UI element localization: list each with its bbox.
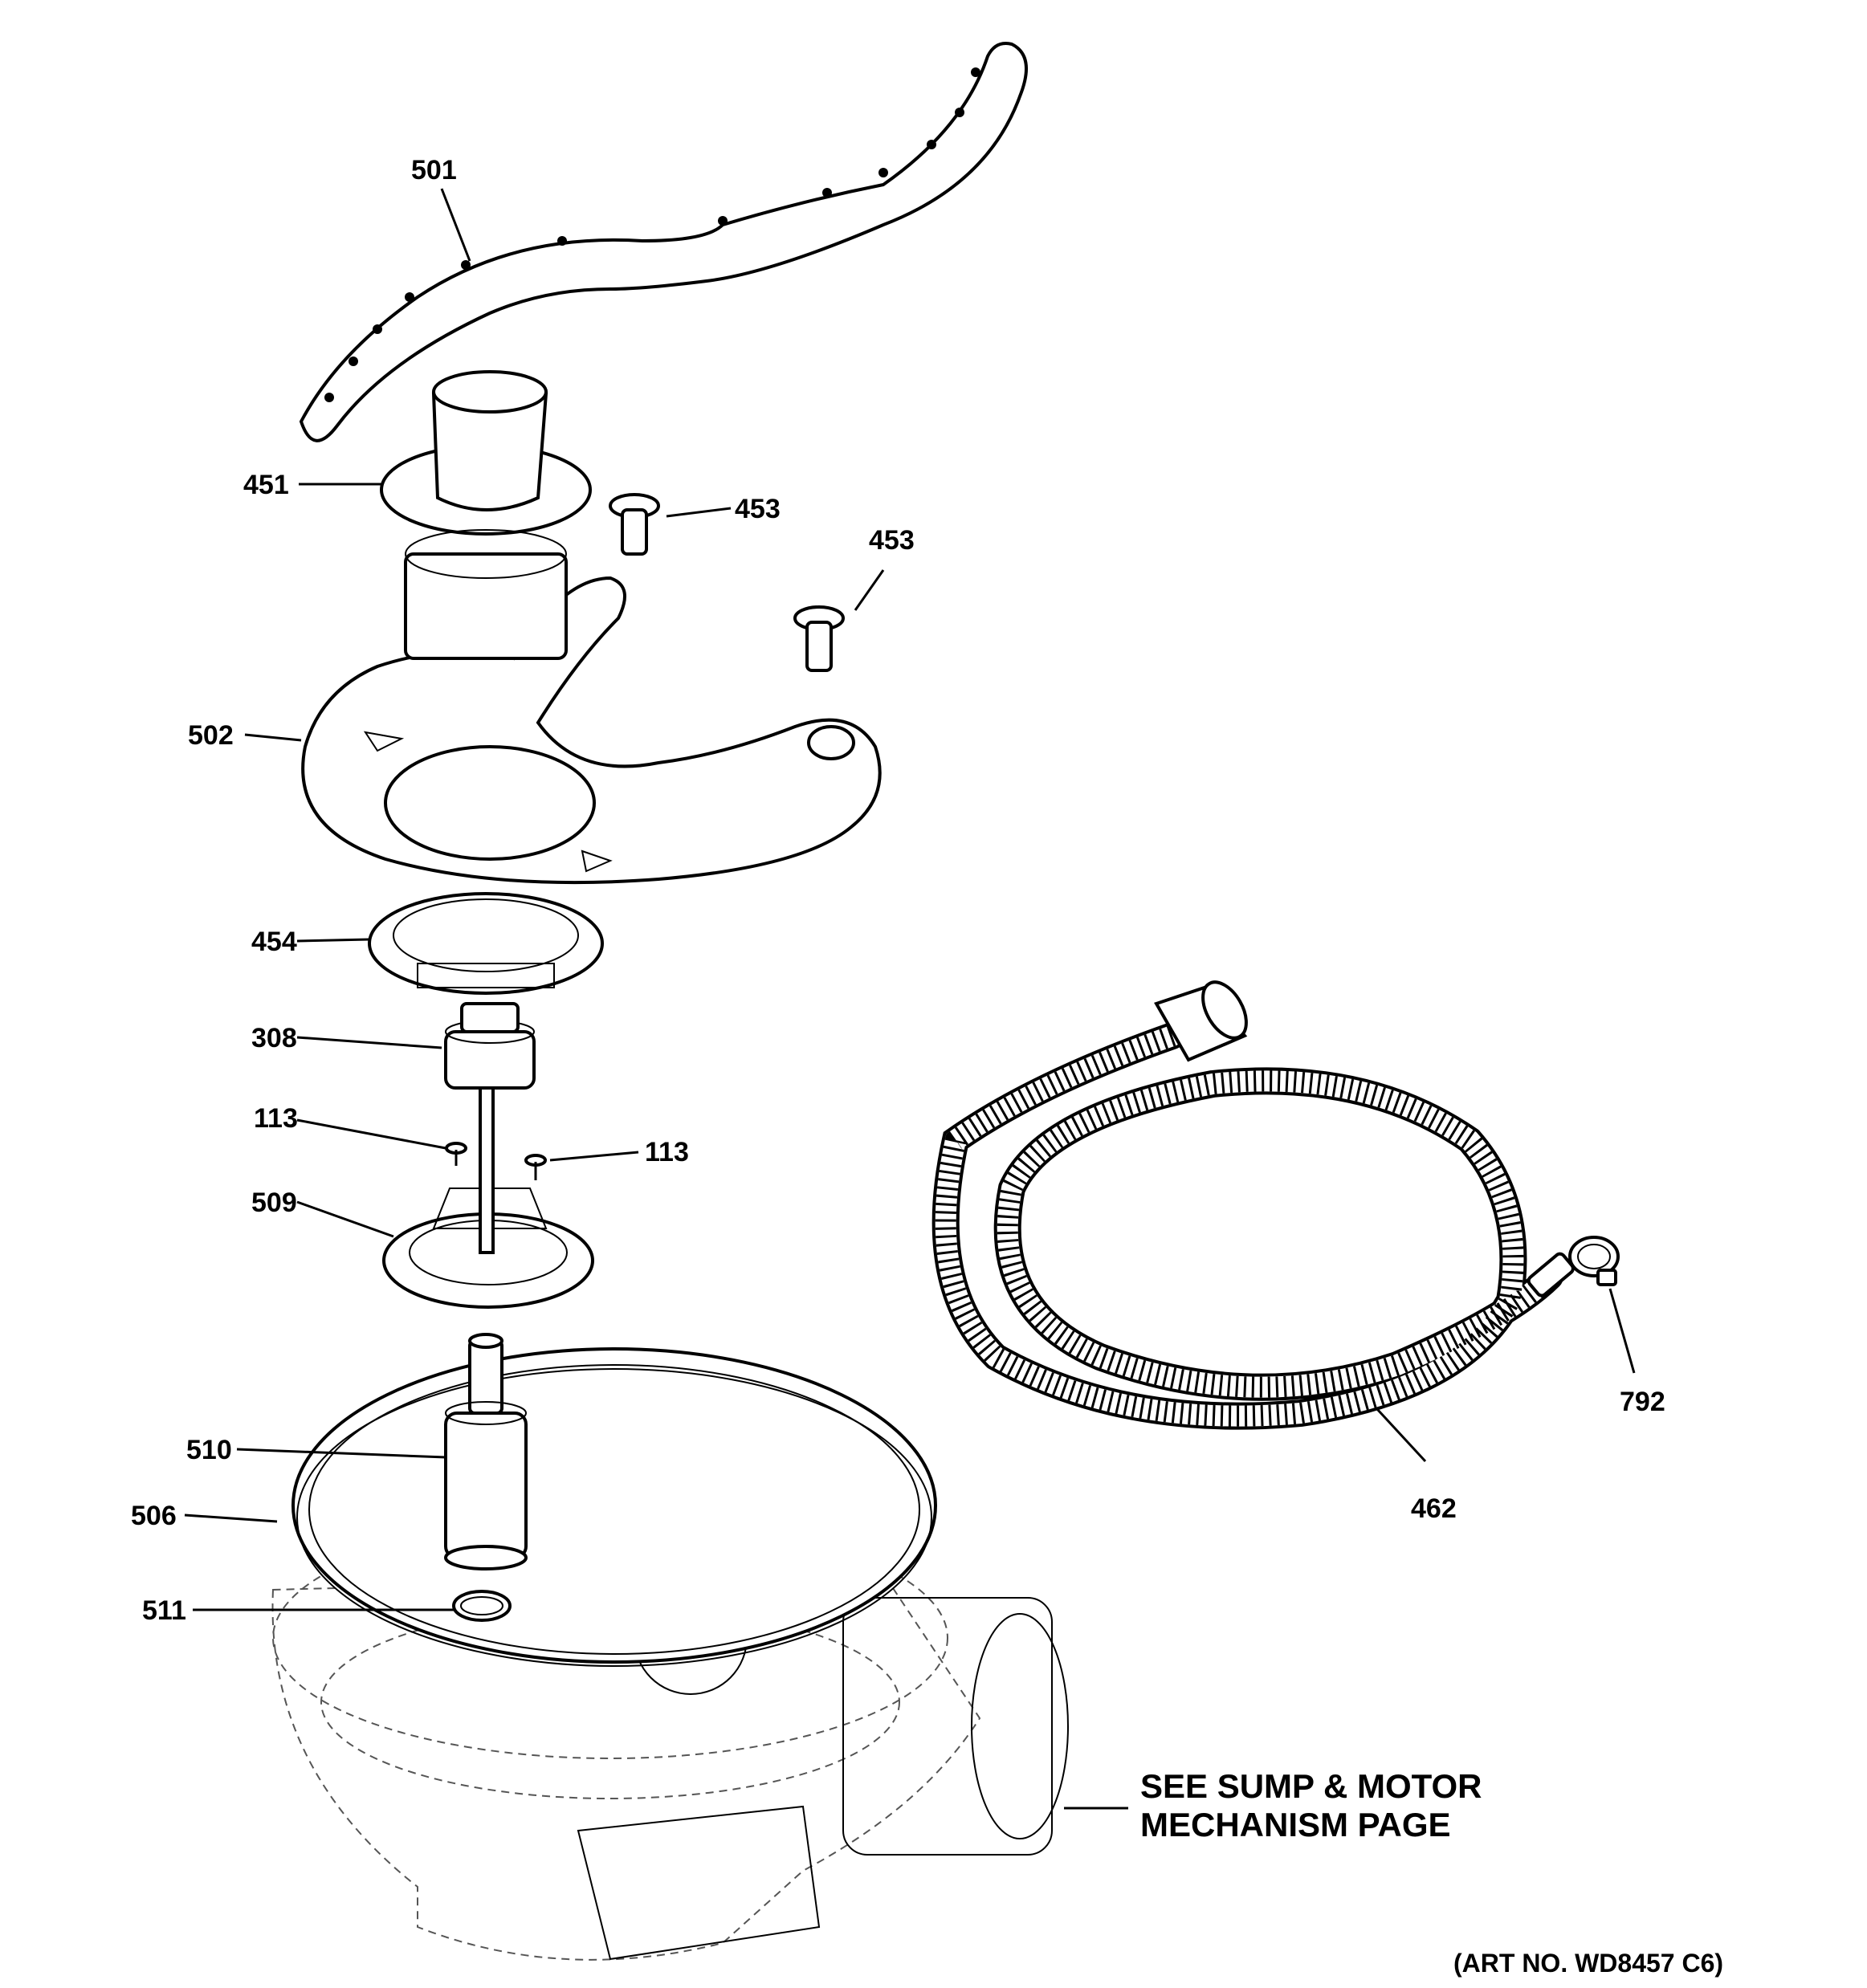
o-ring-511 bbox=[452, 1590, 512, 1622]
ring-454 bbox=[368, 892, 604, 995]
callout-506: 506 bbox=[131, 1501, 177, 1531]
clamp-792 bbox=[1568, 1236, 1620, 1286]
callout-510: 510 bbox=[186, 1435, 232, 1465]
callout-308: 308 bbox=[251, 1023, 297, 1053]
callout-501: 501 bbox=[411, 155, 457, 185]
callout-113-a: 113 bbox=[254, 1103, 298, 1134]
art-number: (ART NO. WD8457 C6) bbox=[1453, 1949, 1723, 1978]
leader-lines bbox=[184, 188, 1636, 1810]
retainer-ring-509 bbox=[382, 1188, 594, 1309]
callout-113-b: 113 bbox=[645, 1137, 689, 1167]
callout-462: 462 bbox=[1411, 1493, 1457, 1524]
drain-hose-462 bbox=[931, 980, 1575, 1430]
hub-451 bbox=[380, 370, 592, 660]
callout-451: 451 bbox=[243, 470, 289, 500]
screw-113-right bbox=[524, 1154, 547, 1180]
callout-511: 511 bbox=[142, 1595, 186, 1626]
callout-509: 509 bbox=[251, 1188, 297, 1218]
sump-gasket-506 bbox=[291, 1347, 937, 1667]
callout-792: 792 bbox=[1620, 1387, 1665, 1417]
screw-113-left bbox=[445, 1142, 467, 1166]
callout-453-b: 453 bbox=[869, 525, 915, 556]
callout-454: 454 bbox=[251, 927, 297, 957]
spray-arm-502 bbox=[301, 576, 882, 885]
shaft-308 bbox=[444, 1002, 536, 1254]
filter-tube-510 bbox=[444, 1333, 528, 1570]
plug-453-a bbox=[609, 493, 660, 556]
reference-note-line-2: MECHANISM PAGE bbox=[1140, 1806, 1451, 1843]
callout-453-a: 453 bbox=[735, 494, 781, 524]
callout-502: 502 bbox=[188, 720, 234, 751]
reference-note-line-1: SEE SUMP & MOTOR bbox=[1140, 1767, 1482, 1805]
spray-arm-501 bbox=[299, 42, 1028, 442]
plug-453-b bbox=[793, 605, 845, 672]
